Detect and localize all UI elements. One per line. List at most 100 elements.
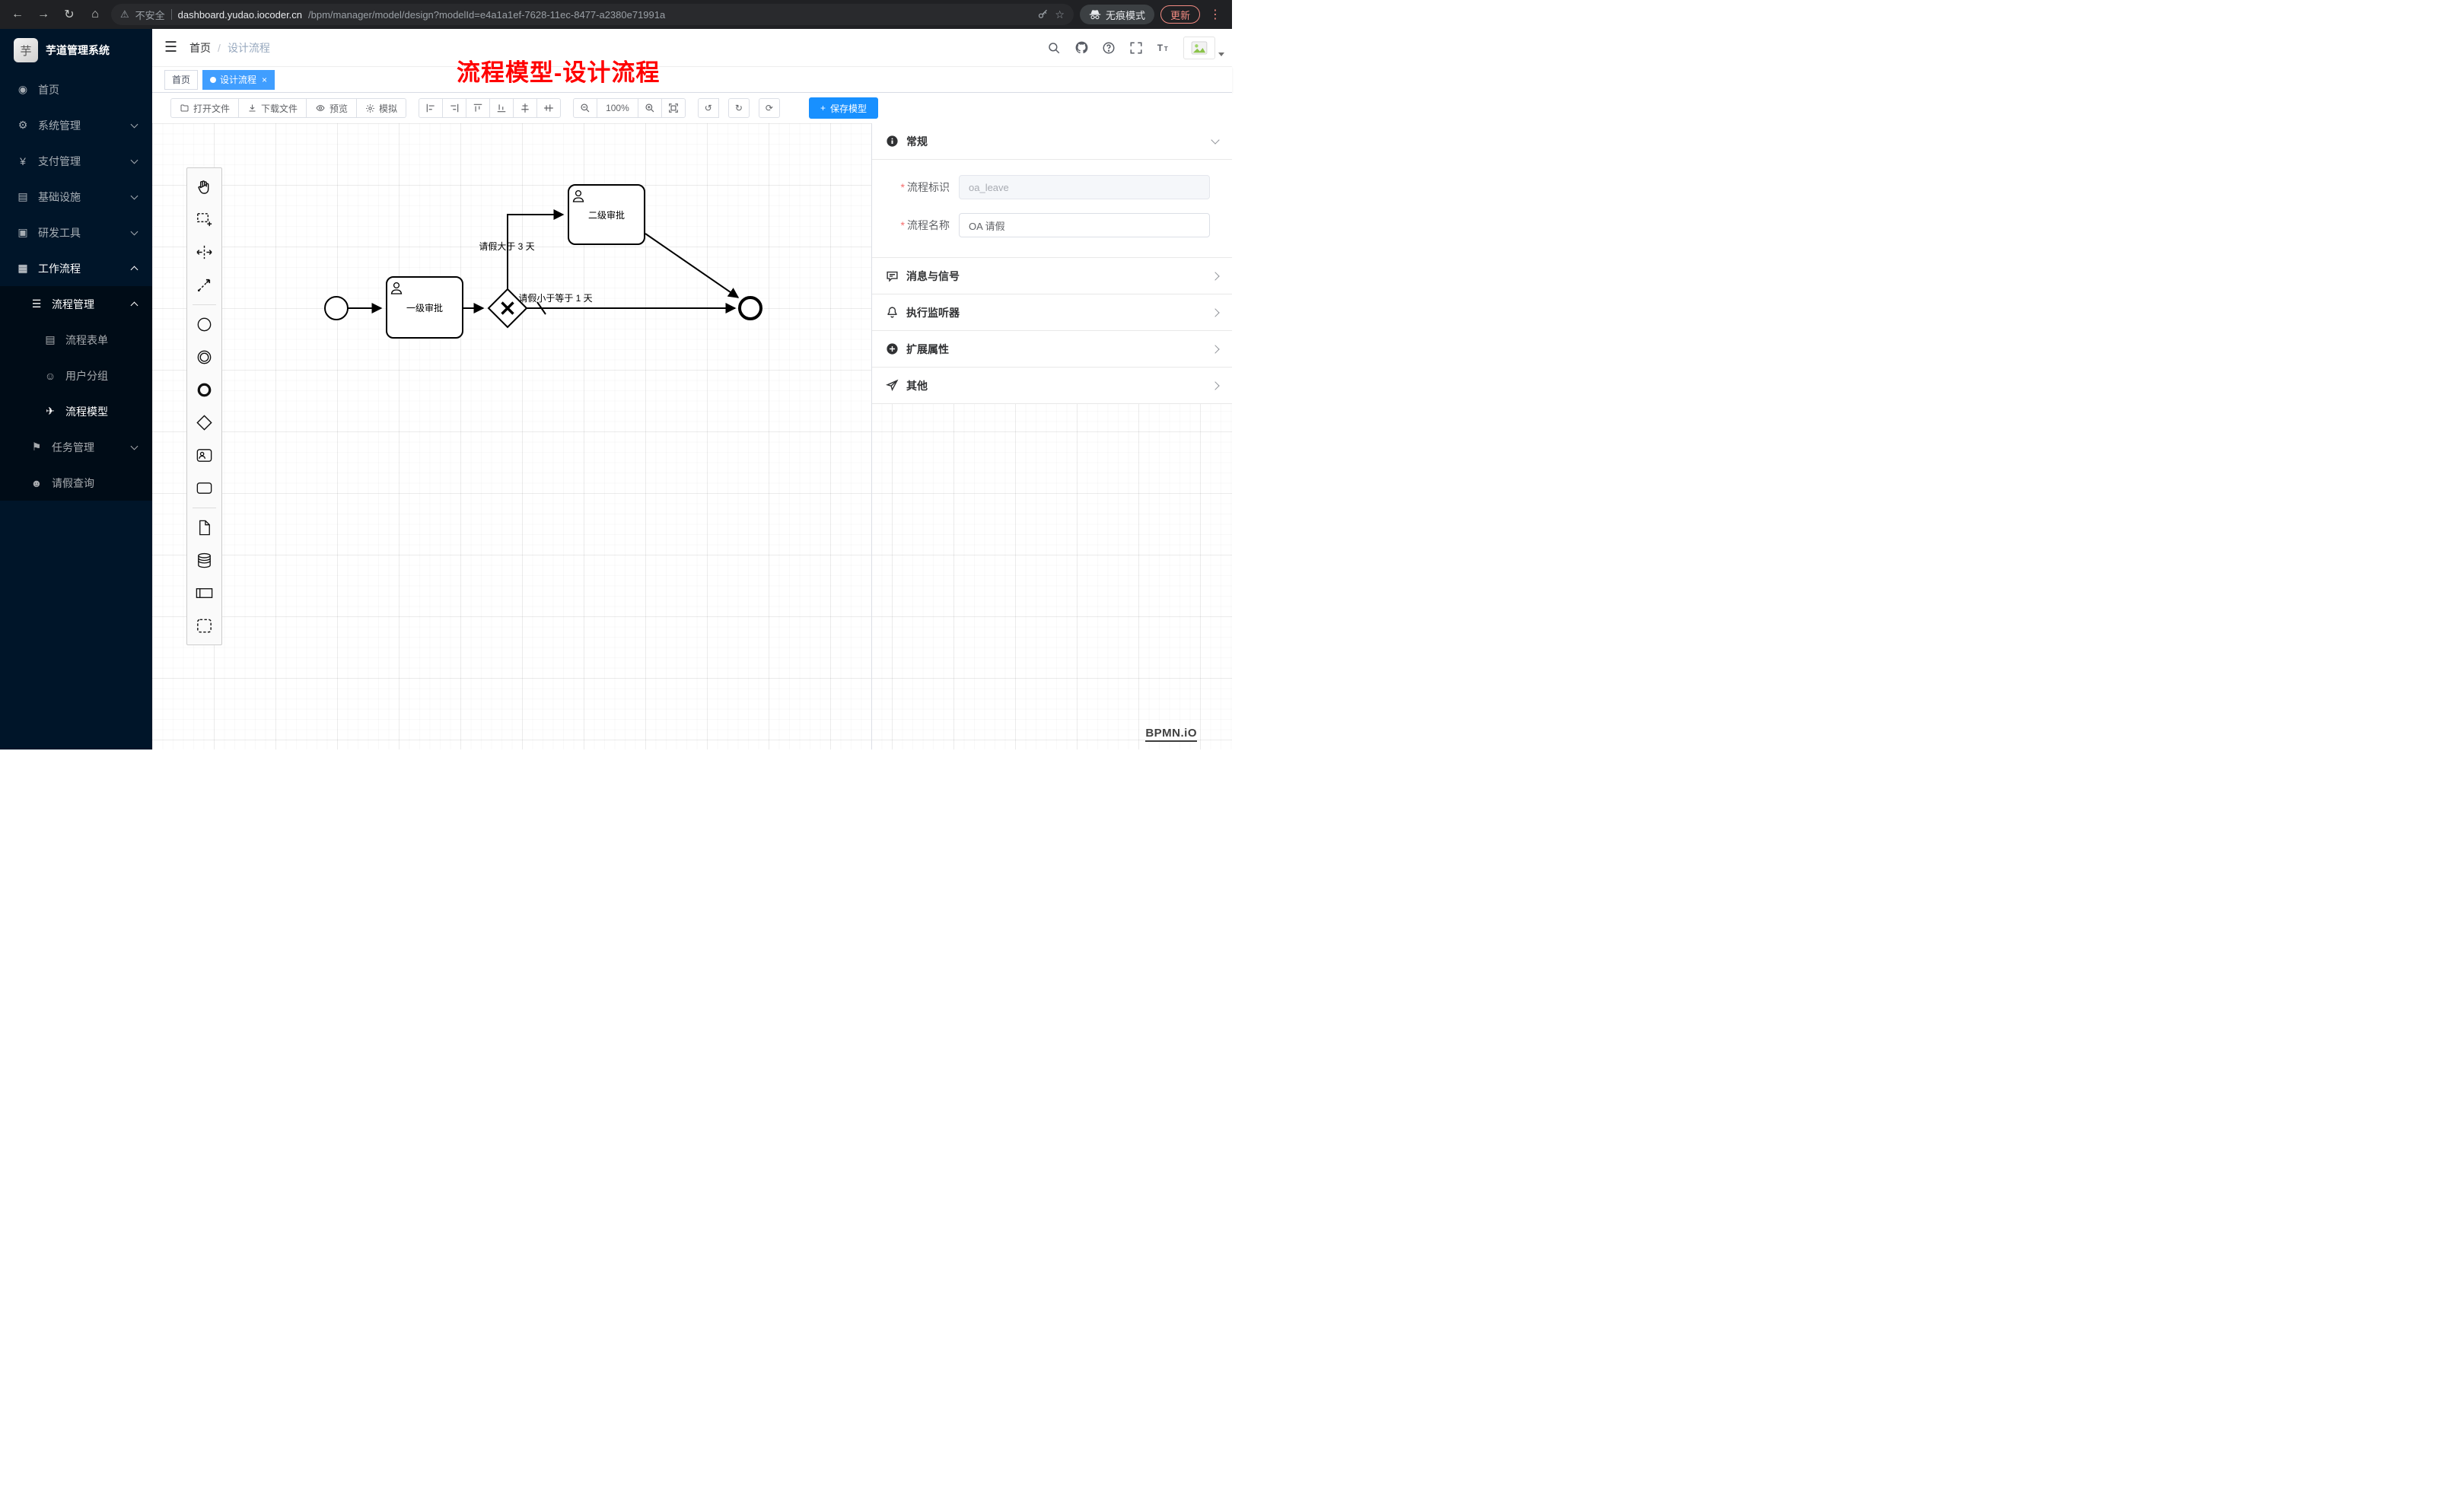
github-icon[interactable] [1069, 33, 1094, 63]
browser-reload-button[interactable]: ↻ [64, 8, 75, 21]
save-model-button[interactable]: + 保存模型 [808, 97, 878, 119]
process-key-input[interactable] [959, 175, 1210, 199]
address-bar[interactable]: ⚠ 不安全 dashboard.yudao.iocoder.cn /bpm/ma… [111, 4, 1074, 25]
incognito-icon [1089, 10, 1101, 20]
sidebar-item-label: 工作流程 [38, 262, 81, 275]
intermediate-event-icon[interactable] [187, 341, 221, 374]
align-top-icon[interactable] [466, 98, 491, 118]
bookmark-star-icon[interactable]: ☆ [1055, 8, 1065, 21]
end-event-icon[interactable] [187, 374, 221, 406]
align-right-icon[interactable] [442, 98, 467, 118]
edge-label-le1[interactable]: 请假小于等于 1 天 [518, 293, 592, 304]
help-icon[interactable] [1097, 33, 1121, 63]
list-icon: ☰ [31, 298, 42, 310]
sidebar-item-workflow[interactable]: ▦ 工作流程 [0, 250, 152, 286]
exclusive-gateway[interactable] [487, 288, 528, 329]
chevron-right-icon [1211, 307, 1220, 317]
zoom-fit-icon[interactable] [661, 98, 686, 118]
fullscreen-icon[interactable] [1124, 33, 1148, 63]
redo-icon[interactable]: ↻ [727, 98, 750, 118]
download-file-button[interactable]: 下载文件 [238, 98, 307, 118]
start-event-icon[interactable] [187, 308, 221, 341]
section-others[interactable]: 其他 [872, 368, 1232, 404]
align-bottom-icon[interactable] [489, 98, 514, 118]
user-avatar-menu[interactable] [1183, 36, 1224, 59]
sidebar-item-user-group[interactable]: ☺ 用户分组 [0, 358, 152, 393]
section-messages[interactable]: 消息与信号 [872, 258, 1232, 294]
gear-icon [366, 103, 374, 113]
user-task-icon[interactable] [187, 439, 221, 472]
lasso-tool-icon[interactable] [187, 203, 221, 236]
bpmn-canvas[interactable]: 请假大于 3 天 请假小于等于 1 天 一级审批 [152, 123, 1232, 750]
align-center-vertical-icon[interactable] [536, 98, 562, 118]
browser-forward-button[interactable]: → [37, 8, 49, 21]
align-center-horizontal-icon[interactable] [513, 98, 538, 118]
form-icon: ▤ [45, 333, 56, 345]
global-connect-tool-icon[interactable] [187, 269, 221, 301]
chevron-down-icon [130, 120, 138, 128]
section-general[interactable]: 常规 [872, 123, 1232, 160]
user-icon [390, 282, 403, 294]
open-file-button[interactable]: 打开文件 [170, 98, 240, 118]
sidebar: 芋 芋道管理系统 ◉ 首页 ⚙ 系统管理 ¥ 支付管理 ▤ 基础设施 ▣ 研发工… [0, 29, 152, 750]
chevron-up-icon [130, 266, 138, 273]
sidebar-item-home[interactable]: ◉ 首页 [0, 72, 152, 107]
preview-button[interactable]: 预览 [306, 98, 358, 118]
undo-icon[interactable]: ↺ [697, 98, 719, 118]
restart-icon[interactable]: ⟳ [758, 98, 780, 118]
app-logo-row[interactable]: 芋 芋道管理系统 [0, 29, 152, 72]
group-icon[interactable] [187, 609, 221, 642]
process-name-input[interactable] [959, 213, 1210, 237]
sidebar-item-task-mgmt[interactable]: ⚑ 任务管理 [0, 429, 152, 465]
incognito-label: 无痕模式 [1105, 9, 1145, 21]
breadcrumb-home[interactable]: 首页 [189, 41, 212, 54]
end-event[interactable] [738, 296, 762, 320]
sidebar-item-payment[interactable]: ¥ 支付管理 [0, 143, 152, 179]
gateway-icon[interactable] [187, 406, 221, 439]
zoom-level: 100% [606, 103, 629, 113]
section-ext-props[interactable]: 扩展属性 [872, 331, 1232, 368]
flow-gateway-to-task2[interactable] [507, 209, 565, 289]
sidebar-toggle-icon[interactable]: ☰ [164, 40, 178, 56]
edge-label-gt3[interactable]: 请假大于 3 天 [479, 241, 534, 252]
zoom-in-icon[interactable] [637, 98, 662, 118]
participant-icon[interactable] [187, 577, 221, 609]
sidebar-item-process-mgmt[interactable]: ☰ 流程管理 [0, 286, 152, 322]
browser-menu-icon[interactable]: ⋮ [1209, 8, 1221, 21]
flow-task2-to-end[interactable] [645, 233, 740, 298]
user-task-level1[interactable]: 一级审批 [386, 276, 463, 339]
plus-circle-icon [886, 342, 899, 355]
browser-update-button[interactable]: 更新 [1160, 5, 1200, 24]
sidebar-item-process-form[interactable]: ▤ 流程表单 [0, 322, 152, 358]
align-left-icon[interactable] [419, 98, 444, 118]
sidebar-item-process-model[interactable]: ✈ 流程模型 [0, 393, 152, 429]
sidebar-item-system[interactable]: ⚙ 系统管理 [0, 107, 152, 143]
space-tool-icon[interactable] [187, 236, 221, 269]
browser-back-button[interactable]: ← [11, 8, 24, 21]
sidebar-item-devtools[interactable]: ▣ 研发工具 [0, 215, 152, 250]
data-object-icon[interactable] [187, 511, 221, 544]
gear-icon: ⚙ [18, 119, 28, 131]
sidebar-item-infra[interactable]: ▤ 基础设施 [0, 179, 152, 215]
app-logo: 芋 [14, 38, 38, 62]
bpmn-io-logo[interactable]: BPMN.iO [1145, 727, 1197, 742]
task-icon[interactable] [187, 472, 221, 504]
hand-tool-icon[interactable] [187, 170, 221, 203]
tab-design[interactable]: 设计流程 × [202, 69, 275, 90]
simulate-button[interactable]: 模拟 [356, 98, 407, 118]
breadcrumb-current: 设计流程 [227, 41, 270, 54]
search-icon[interactable] [1042, 33, 1066, 63]
file-actions-group: 打开文件 下载文件 预览 模拟 [170, 98, 407, 118]
sidebar-item-leave-query[interactable]: ☻ 请假查询 [0, 465, 152, 501]
zoom-out-icon[interactable] [573, 98, 598, 118]
browser-home-button[interactable]: ⌂ [91, 8, 99, 21]
key-icon[interactable] [1037, 9, 1049, 21]
close-icon[interactable]: × [262, 74, 268, 85]
start-event[interactable] [324, 296, 349, 320]
tab-home[interactable]: 首页 [164, 69, 199, 90]
browser-chrome: ← → ↻ ⌂ ⚠ 不安全 dashboard.yudao.iocoder.cn… [0, 0, 1232, 29]
data-store-icon[interactable] [187, 544, 221, 577]
user-task-level2[interactable]: 二级审批 [568, 184, 645, 245]
section-listeners[interactable]: 执行监听器 [872, 294, 1232, 331]
